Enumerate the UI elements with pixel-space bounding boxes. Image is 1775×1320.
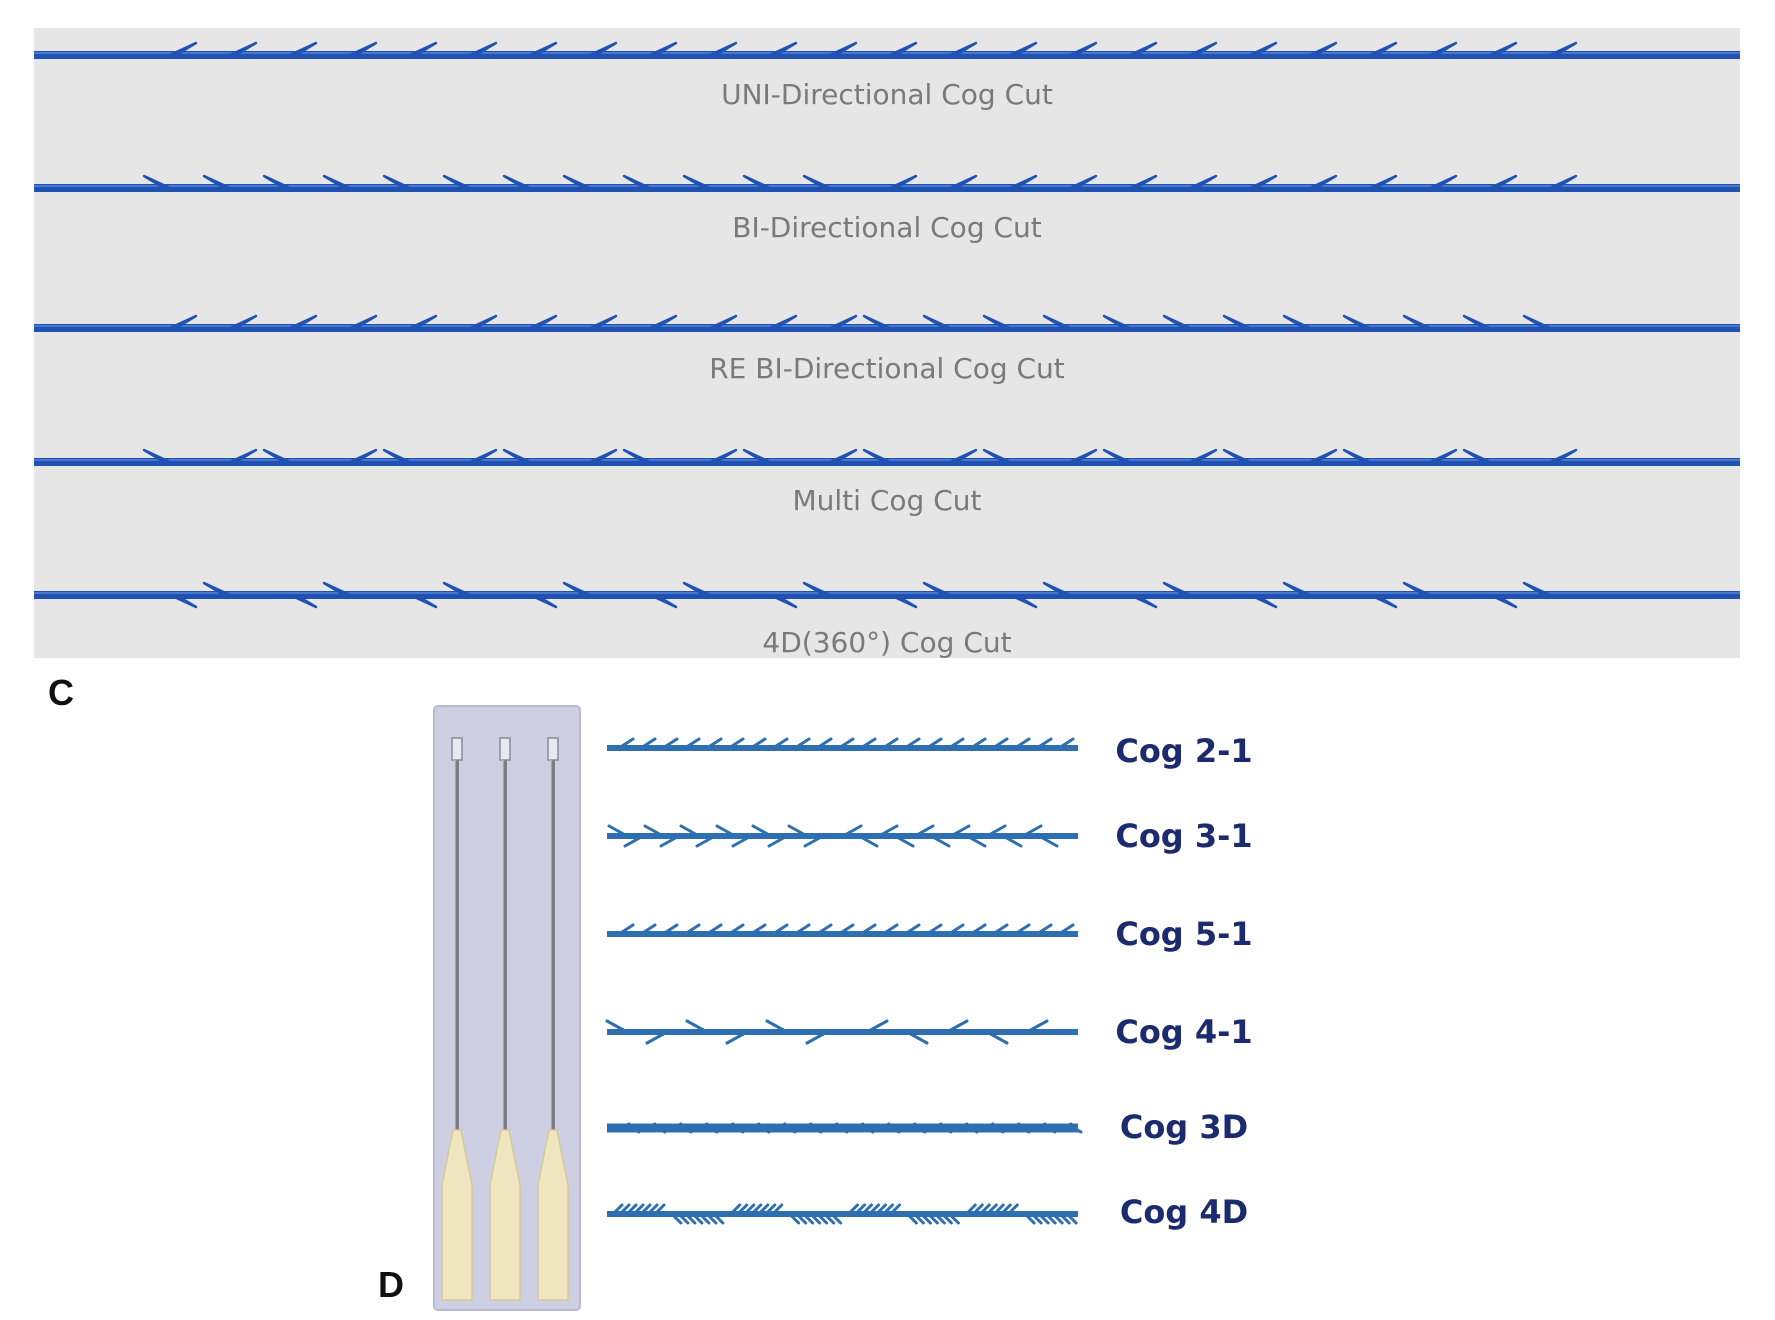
needle-tip-cap xyxy=(500,738,510,760)
cog-label: Cog 5-1 xyxy=(1115,915,1252,953)
cog-4: Cog 4-1 xyxy=(607,1013,1253,1051)
cog-label: Cog 2-1 xyxy=(1115,732,1252,770)
needle-tip-cap xyxy=(548,738,558,760)
cog-label: Cog 4-1 xyxy=(1115,1013,1252,1051)
cog-1: Cog 2-1 xyxy=(607,732,1253,770)
panel-label-d: D xyxy=(378,1264,404,1306)
cog-3: Cog 5-1 xyxy=(607,915,1253,953)
cog-6: Cog 4D xyxy=(607,1193,1248,1231)
cog-2: Cog 3-1 xyxy=(607,817,1253,855)
cog-label: Cog 3D xyxy=(1120,1108,1248,1146)
cog-label: Cog 3-1 xyxy=(1115,817,1252,855)
needle-tip-cap xyxy=(452,738,462,760)
cog-label: Cog 4D xyxy=(1120,1193,1248,1231)
thread-package-photo xyxy=(434,706,580,1310)
cog-5: Cog 3D xyxy=(607,1108,1248,1146)
